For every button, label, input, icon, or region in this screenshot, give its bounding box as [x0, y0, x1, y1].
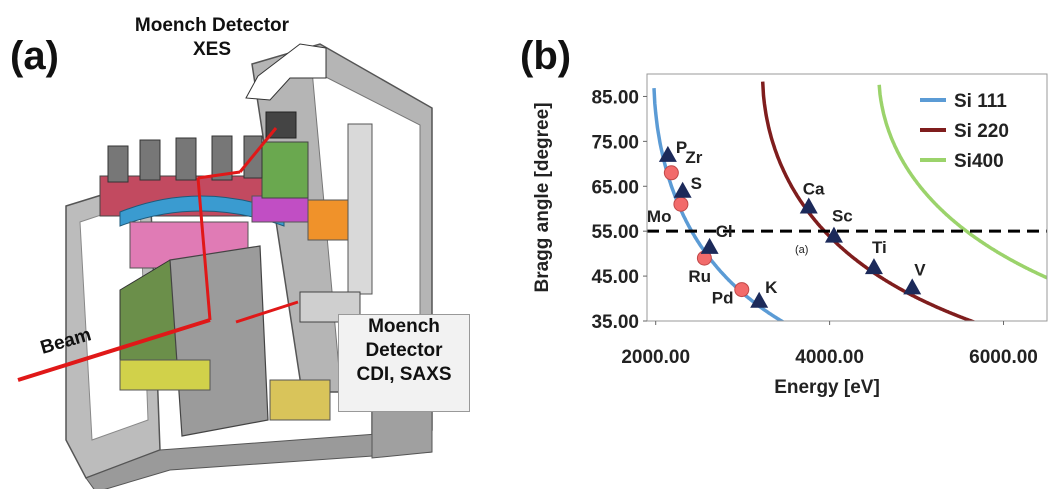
callout-cdi-line3: CDI, SAXS: [356, 364, 452, 385]
triangle-marker: [673, 181, 692, 198]
front-plate: [169, 245, 269, 437]
analyzer-crystal: [107, 145, 129, 183]
triangle-marker: [750, 291, 769, 308]
analyzer-crystal: [175, 137, 197, 181]
callout-cdi-line2: Detector: [365, 340, 443, 361]
analyzer-crystal: [211, 135, 233, 181]
callout-arrow-xes: [245, 43, 327, 101]
triangle-marker: [700, 237, 719, 254]
marker-label: P: [676, 138, 687, 157]
y-tick-label: 45.00: [591, 267, 639, 288]
triangle-marker: [824, 226, 843, 243]
panel-b-label: (b): [520, 34, 572, 78]
y-axis-label: Bragg angle [degree]: [532, 102, 553, 292]
y-tick-label: 35.00: [591, 312, 639, 333]
legend-label: Si 111: [954, 91, 1007, 112]
y-tick-label: 65.00: [591, 177, 639, 198]
marker-label: Ca: [803, 179, 825, 198]
beam-path-top: [197, 170, 241, 180]
instrument-drawing: [17, 43, 433, 489]
marker-label: Zr: [685, 148, 702, 167]
vertical-rail: [347, 123, 373, 295]
beam-line: [17, 318, 211, 382]
marker-label: Ru: [688, 267, 711, 286]
plot-frame: [646, 73, 1048, 322]
panel-b: (b) 35.00 45.00 55.00 65.00 75.00 85.00 2000.0…: [520, 0, 1049, 489]
series-line: [760, 81, 977, 321]
legend-label: Si400: [954, 151, 1004, 172]
marker-label: V: [914, 260, 926, 279]
beam-path-cdi: [235, 300, 299, 324]
callout-xes-line1: Moench Detector: [134, 15, 290, 36]
marker-label: Mo: [647, 207, 672, 226]
y-tick-label: 75.00: [591, 132, 639, 153]
triangle-marker: [658, 145, 677, 162]
magenta-block: [251, 195, 309, 223]
analyzer-crystal: [139, 139, 161, 181]
x-tick-label: 4000.00: [795, 347, 864, 368]
triangle-marker: [864, 258, 883, 275]
marker-label: K: [765, 278, 778, 297]
callout-xes: Moench Detector XES: [112, 14, 312, 62]
marker-label: Ti: [872, 238, 887, 257]
marker-label: S: [691, 174, 702, 193]
marker-label: Sc: [832, 207, 853, 226]
series-line: [877, 84, 1047, 280]
beam-path-detector: [238, 127, 278, 173]
green-plate: [261, 141, 309, 199]
small-a-label: (a): [795, 244, 808, 256]
bragg-chart: 35.00 45.00 55.00 65.00 75.00 85.00 2000.00 400…: [532, 73, 1048, 398]
circle-marker: [673, 196, 689, 212]
series-line: [652, 88, 785, 321]
chart-curves: [652, 81, 1047, 321]
x-axis-label: Energy [eV]: [774, 377, 880, 398]
chart-axes: 35.00 45.00 55.00 65.00 75.00 85.00 2000.00 400…: [532, 73, 1048, 398]
beam-path-up: [196, 177, 212, 321]
lower-stage: [269, 379, 331, 421]
triangle-marker: [799, 197, 818, 214]
panel-a-label: (a): [10, 34, 59, 78]
marker-label: Cl: [716, 222, 733, 241]
callout-cdi-line1: Moench: [368, 316, 440, 337]
legend-label: Si 220: [954, 121, 1009, 142]
x-tick-label: 6000.00: [969, 347, 1038, 368]
panel-a: (a): [0, 0, 520, 489]
triangle-marker: [903, 278, 922, 295]
circle-marker: [734, 282, 750, 298]
y-tick-label: 55.00: [591, 222, 639, 243]
y-tick-label: 85.00: [591, 87, 639, 108]
yellow-stage: [119, 359, 211, 391]
circle-marker: [663, 165, 679, 181]
marker-label: Pd: [712, 289, 734, 308]
callout-cdi: Moench Detector CDI, SAXS: [338, 314, 470, 412]
callout-xes-line2: XES: [192, 39, 232, 60]
x-tick-label: 2000.00: [621, 347, 690, 368]
